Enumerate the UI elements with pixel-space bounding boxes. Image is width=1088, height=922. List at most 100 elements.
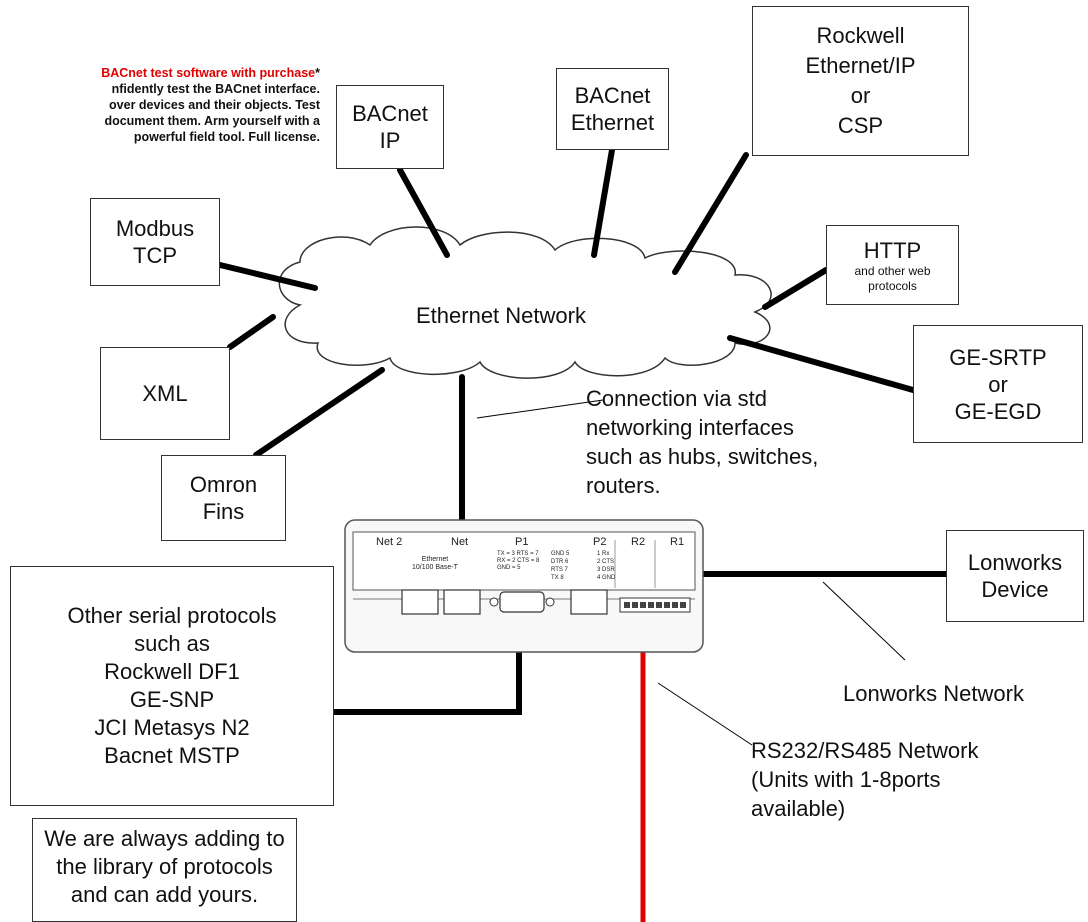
line-ge: [727, 335, 916, 393]
box-line: BACnet: [574, 83, 651, 108]
adding-protocols-box: We are always adding to the library of p…: [32, 818, 297, 922]
box-subline: protocols: [868, 278, 917, 293]
promo-asterisk: *: [315, 66, 320, 80]
cloud-label: Ethernet Network: [416, 303, 586, 328]
promo-headline: BACnet test software with purchase: [101, 66, 316, 80]
box-line: Rockwell DF1: [104, 659, 240, 684]
box-line: BACnet: [352, 101, 428, 126]
pin-line: TX 8: [551, 575, 564, 581]
box-line: XML: [142, 381, 188, 406]
box-line: Ethernet/IP: [805, 53, 916, 78]
rs-network-annotation: RS232/RS485 Network (Units with 1-8ports…: [751, 736, 978, 823]
gateway-device: [344, 519, 704, 653]
promo-line: nfidently test the BACnet interface.: [111, 82, 320, 96]
http-box: HTTP and other web protocols: [826, 225, 959, 305]
device-net2-label: Net 2: [376, 536, 403, 548]
box-line: or: [988, 371, 1008, 397]
device-p2-pins: GND 5 DTR 6 RTS 7 TX 8: [551, 550, 569, 582]
line-xml: [227, 314, 276, 350]
device-p1-pins: TX = 3 RTS = 7 RX = 2 CTS = 8 GND = 5: [497, 551, 539, 572]
box-line: Lonworks: [967, 550, 1063, 575]
pin-line: 2 CTS: [597, 559, 615, 565]
xml-box: XML: [100, 347, 230, 440]
box-line: Rockwell: [816, 23, 905, 48]
terminal-block: [619, 597, 691, 613]
connection-annotation: Connection via std networking interfaces…: [586, 384, 818, 500]
box-line: and can add yours.: [70, 882, 259, 907]
box-line: TCP: [133, 243, 177, 268]
net1-port: [443, 589, 481, 615]
p2-port: [570, 589, 608, 615]
box-line: CSP: [837, 113, 884, 138]
pin-line: GND 5: [551, 551, 570, 557]
pin-line: TX = 3 RTS = 7: [497, 551, 539, 557]
line-omron: [253, 367, 385, 458]
ethernet-line: 10/100 Base-T: [412, 564, 458, 571]
box-line: Omron: [189, 472, 258, 497]
pin-line: 1 Rx: [597, 551, 610, 557]
annotation-line: networking interfaces: [586, 415, 794, 440]
bacnet-ethernet-box: BACnet Ethernet: [556, 68, 669, 150]
line-bacnet-ethernet: [591, 147, 615, 258]
box-subline: and other web: [854, 263, 931, 278]
box-line: GE-EGD: [954, 398, 1042, 424]
device-r2-label: R2: [631, 536, 646, 548]
promo-line: document them. Arm yourself with a: [104, 114, 320, 128]
line-rockwell: [672, 152, 749, 275]
pin-line: 4 GND: [597, 575, 616, 581]
device-ethernet-label: Ethernet 10/100 Base-T: [412, 556, 458, 572]
box-line: JCI Metasys N2: [94, 715, 250, 740]
ethernet-cloud: [278, 226, 772, 379]
annotation-line: available): [751, 796, 846, 821]
box-line: the library of protocols: [56, 854, 273, 879]
annotation-line: Connection via std: [586, 386, 767, 411]
bacnet-ip-box: BACnet IP: [336, 85, 444, 169]
lonworks-network-label: Lonworks Network: [843, 681, 1024, 706]
box-line: GE-SNP: [129, 687, 215, 712]
device-p2-label: P2: [593, 536, 607, 548]
pin-line: 3 DSR: [597, 567, 615, 573]
box-line: We are always adding to: [44, 826, 285, 851]
box-line: HTTP: [863, 237, 922, 263]
annotation-line: such as hubs, switches,: [586, 444, 819, 469]
pointer-lines: [476, 399, 906, 746]
box-line: Other serial protocols: [67, 603, 277, 628]
pointer-connection: [476, 399, 604, 419]
box-line: Fins: [202, 499, 245, 524]
annotation-line: RS232/RS485 Network: [751, 738, 979, 763]
pin-line: DTR 6: [551, 559, 569, 565]
box-line: Device: [981, 577, 1049, 602]
ethernet-line: Ethernet: [421, 556, 449, 563]
modbus-tcp-box: Modbus TCP: [90, 198, 220, 286]
box-line: GE-SRTP: [949, 344, 1047, 370]
pin-line: RTS 7: [551, 567, 568, 573]
omron-fins-box: Omron Fins: [161, 455, 286, 541]
line-bacnet-ip: [397, 167, 450, 258]
promo-line: over devices and their objects. Test: [109, 98, 320, 112]
annotation-line: (Units with 1-8ports: [751, 767, 941, 792]
p1-db9-port: [499, 591, 545, 613]
box-line: IP: [379, 128, 401, 153]
device-net1-label: Net: [451, 536, 469, 548]
promo-line: powerful field tool. Full license.: [133, 130, 320, 144]
box-line: Bacnet MSTP: [104, 743, 240, 768]
pointer-lonworks: [822, 581, 906, 661]
box-line: or: [850, 83, 871, 108]
device-r1-label: R1: [670, 536, 685, 548]
device-p1-label: P1: [515, 536, 529, 548]
box-line: Ethernet: [570, 110, 655, 135]
box-line: Modbus: [115, 216, 195, 241]
net2-port: [401, 589, 439, 615]
pin-line: RX = 2 CTS = 8: [497, 558, 540, 564]
ge-box: GE-SRTP or GE-EGD: [913, 325, 1083, 443]
device-p2-pins-right: 1 Rx 2 CTS 3 DSR 4 GND: [597, 550, 615, 582]
annotation-line: routers.: [586, 473, 661, 498]
line-modbus: [217, 262, 318, 291]
serial-protocols-box: Other serial protocols such as Rockwell …: [10, 566, 334, 806]
rockwell-box: Rockwell Ethernet/IP or CSP: [752, 6, 969, 156]
pin-line: GND = 5: [497, 565, 521, 571]
pointer-rs: [657, 682, 753, 746]
line-http: [762, 267, 829, 310]
box-line: such as: [134, 631, 210, 656]
